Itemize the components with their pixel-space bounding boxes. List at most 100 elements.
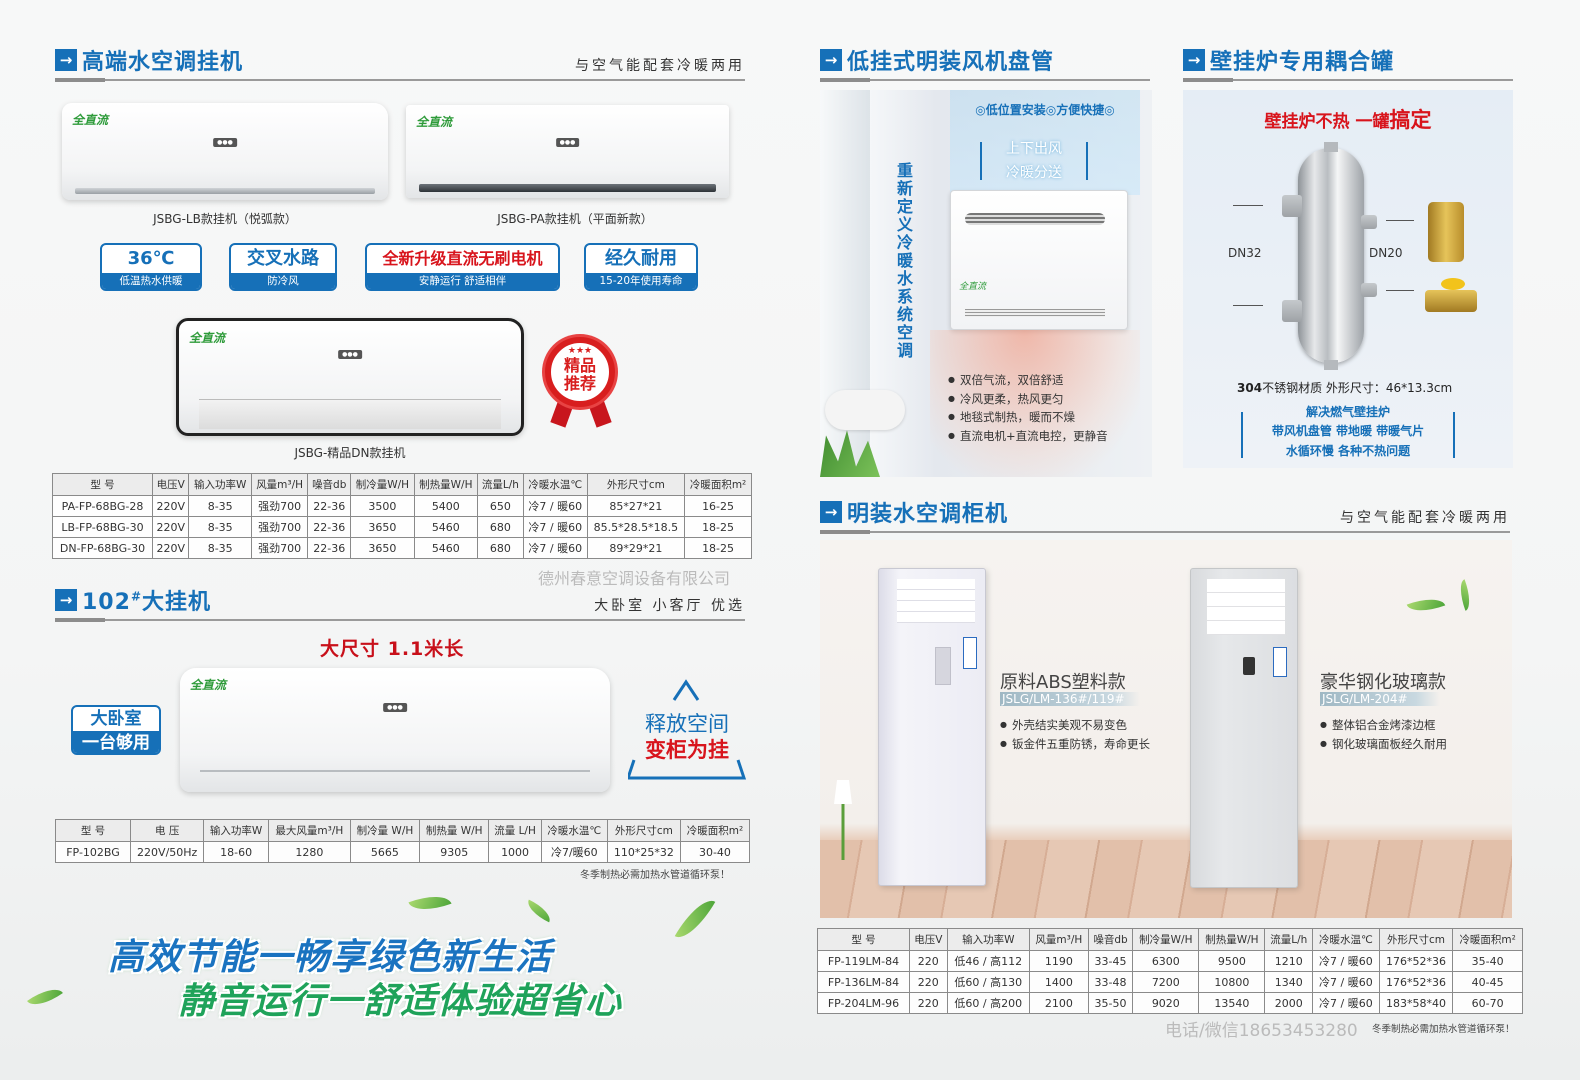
cabinet-unit-abs: [878, 568, 986, 886]
model-features: 外壳结实美观不易变色 钣金件五重防锈，寿命更长: [1000, 716, 1150, 753]
headline-part2: 搞定: [1389, 108, 1432, 132]
section-header-coupling-tank: → 壁挂炉专用耦合罐: [1183, 45, 1513, 83]
cell: 3650: [350, 537, 415, 559]
leaf-icon: [523, 899, 555, 923]
section-divider: [55, 78, 745, 82]
cell: 680: [477, 516, 524, 538]
tank-body: [1298, 148, 1364, 363]
col-header: 风量m³/H: [250, 473, 309, 496]
badge-line1: 释放空间: [645, 712, 729, 736]
tank-port-left-bottom: [1282, 300, 1302, 322]
cell: 220: [909, 992, 948, 1014]
col-header: 制热量W/H: [1198, 928, 1266, 951]
feature-subtext: 15-20年使用寿命: [586, 273, 696, 289]
leaf-icon: [27, 981, 63, 1013]
badge-line2: 推荐: [563, 374, 596, 393]
col-header: 流量L/h: [1264, 928, 1314, 951]
badge-line2: 变柜为挂: [645, 738, 729, 762]
feature-item: 地毯式制热，暖而不燥: [948, 408, 1108, 427]
cell: 220V: [151, 516, 190, 538]
cell: 220: [909, 950, 948, 972]
slogan-line1: 高效节能一畅享绿色新生活: [108, 937, 553, 978]
section-subtitle: 大卧室 小客厅 优选: [594, 598, 745, 614]
cell: 低60 / 高130: [946, 971, 1030, 993]
product-caption: JSBG-精品DN款挂机: [294, 446, 406, 460]
model-name: 原料ABS塑料款: [1000, 672, 1126, 693]
cell: 10800: [1198, 971, 1266, 993]
cell: 8-35: [188, 516, 252, 538]
section-divider: [55, 618, 745, 622]
col-header: 冷暖水温℃: [522, 473, 588, 496]
table-row: FP-204LM-96 220 低60 / 高200 2100 35-50 90…: [817, 992, 1523, 1014]
cell: 89*29*21: [586, 537, 686, 559]
section-divider: [1183, 78, 1513, 82]
section-title: 明装水空调柜机: [847, 502, 1009, 527]
leaf-icon: [674, 892, 716, 946]
dim-label-dn20: DN20: [1369, 246, 1403, 260]
recommend-badge: ★★★ 精品 推荐: [545, 337, 615, 407]
bracket-line1: 上下出风: [1006, 141, 1062, 157]
cell: 冷7 / 暖60: [522, 495, 588, 517]
feature-badge-dc-motor: 全新升级直流无刷电机 安静运行 舒适相伴: [365, 243, 560, 291]
triangle-frame-icon: [628, 679, 747, 780]
cell: LB-FP-68BG-30: [52, 516, 153, 538]
slogan-line2: 静音运行一舒适体验超省心: [178, 981, 623, 1022]
brand-logo: 全直流: [959, 282, 987, 292]
section-divider: [820, 530, 1510, 534]
title-sup: #: [130, 589, 142, 604]
cell: FP-119LM-84: [817, 950, 910, 972]
cell: 183*58*40: [1378, 992, 1454, 1014]
model-name: 豪华钢化玻璃款: [1320, 672, 1446, 693]
fan-coil-features: 双倍气流，双倍舒适 冷风更柔，热风更匀 地毯式制热，暖而不燥 直流电机+直流电控…: [948, 371, 1108, 445]
cell: 650: [477, 495, 524, 517]
tank-port-left-top: [1282, 195, 1302, 217]
cell: 176*52*36: [1378, 950, 1454, 972]
bracket-frame: [980, 142, 1088, 180]
tagline: ◎低位置安装◎方便快捷◎: [975, 103, 1115, 117]
headline-size: 大尺寸 1.1米长: [320, 638, 465, 660]
cell: 强劲700: [250, 516, 309, 538]
spec-table-cabinet: 型 号 电压V 输入功率W 风量m³/H 噪音db 制冷量W/H 制热量W/H …: [817, 928, 1523, 1014]
spec-table-102: 型 号 电 压 输入功率W 最大风量m³/H 制冷量 W/H 制热量 W/H 流…: [55, 819, 751, 863]
cell: 680: [477, 537, 524, 559]
product-image-jsbg-lb: 全直流 ●●●: [62, 103, 388, 200]
cell: 1190: [1028, 950, 1089, 972]
cell: 22-36: [307, 495, 352, 517]
tank-spec: 304不锈钢材质 外形尺寸：46*13.3cm: [1237, 379, 1452, 396]
feature-badge-36c: 36℃ 低温热水供暖: [100, 243, 202, 291]
solution-box: [1241, 412, 1455, 458]
feature-item: 直流电机+直流电控，更静音: [948, 427, 1108, 446]
col-header: 冷暖面积m²: [679, 819, 751, 842]
col-header: 外形尺寸cm: [1378, 928, 1454, 951]
product-caption: JSBG-LB款挂机（悦弧款）: [153, 212, 297, 226]
col-header: 冷暖面积m²: [1452, 928, 1523, 951]
section-title: 壁挂炉专用耦合罐: [1210, 50, 1395, 75]
cell: 8-35: [188, 537, 252, 559]
col-header: 冷暖面积m²: [684, 473, 752, 496]
headline-part1: 壁挂炉不热 一罐: [1264, 112, 1390, 132]
cell: 33-48: [1087, 971, 1134, 993]
col-header: 输入功率W: [946, 928, 1030, 951]
cell: 35-50: [1087, 992, 1134, 1014]
table-row: FP-119LM-84 220 低46 / 高112 1190 33-45 63…: [817, 950, 1523, 972]
ball-valve-handle-icon: [1441, 278, 1465, 290]
cell: FP-204LM-96: [817, 992, 910, 1014]
table-row: DN-FP-68BG-30 220V 8-35 强劲700 22-36 3650…: [52, 537, 752, 559]
feature-badge-durable: 经久耐用 15-20年使用寿命: [584, 243, 698, 291]
section-divider: [820, 78, 1150, 82]
tank-pipe-top: [1324, 142, 1338, 152]
product-image-jsbg-pa: 全直流 ●●●: [406, 105, 729, 198]
title-number: 102: [82, 590, 131, 615]
cell: 220V: [151, 537, 190, 559]
cell: 9305: [419, 841, 490, 863]
product-image-fp-102bg: 全直流 ●●●: [180, 668, 610, 792]
cell: 2000: [1264, 992, 1314, 1014]
cell: 16-25: [684, 495, 752, 517]
dim-line-left: [1233, 305, 1263, 306]
air-vent: [418, 184, 717, 192]
feature-subtext: 防冷风: [231, 273, 335, 289]
title-text: 大挂机: [142, 590, 212, 615]
cell: 3500: [350, 495, 415, 517]
air-vent: [75, 188, 375, 194]
tank-port-right-top: [1361, 215, 1377, 229]
